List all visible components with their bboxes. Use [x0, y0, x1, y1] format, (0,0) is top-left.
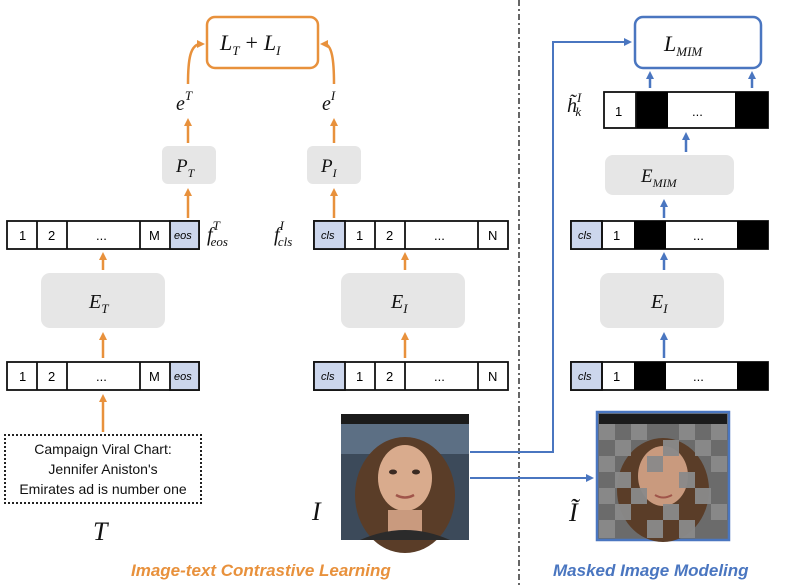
- text-encoder-label: ET: [88, 291, 109, 316]
- image-in-token-1: 1: [356, 369, 363, 384]
- image-in-token-cls: cls: [321, 371, 335, 383]
- image-in-token-2: 2: [386, 369, 393, 384]
- image-encoder-label: EI: [390, 291, 408, 316]
- mim-mid-sequence: cls 1 ...: [570, 220, 769, 250]
- text-out-token-2: 2: [48, 228, 55, 243]
- image-encoder-box: [341, 273, 465, 328]
- itc-loss-label: LT+LI: [219, 30, 281, 58]
- text-in-token-2: 2: [48, 369, 55, 384]
- input-face-image: [341, 414, 469, 553]
- itc-caption: Image-text Contrastive Learning: [131, 561, 391, 580]
- text-out-token-m: M: [149, 228, 160, 243]
- masked-image-symbol: Ĩ: [568, 498, 581, 527]
- image-in-token-n: N: [488, 369, 497, 384]
- text-in-token-ellipsis: ...: [96, 369, 107, 384]
- mim-mid-token-1: 1: [613, 228, 620, 243]
- mim-mid-token-cls: cls: [578, 230, 592, 242]
- text-out-token-eos: eos: [174, 230, 192, 242]
- image-out-token-ellipsis: ...: [434, 228, 445, 243]
- mim-loss-label: LMIM: [663, 31, 703, 59]
- mim-encoder-box: [605, 155, 734, 195]
- text-embedding-label: eT: [176, 88, 193, 115]
- mim-image-encoder-label: EI: [650, 291, 668, 316]
- image-out-token-2: 2: [386, 228, 393, 243]
- image-output-sequence: cls 1 2 ... N: [313, 220, 509, 250]
- image-out-token-n: N: [488, 228, 497, 243]
- mim-loss-box: [633, 15, 763, 70]
- mim-in-token-ellipsis: ...: [693, 369, 704, 384]
- mim-in-token-1: 1: [613, 369, 620, 384]
- image-projector-box: [307, 146, 361, 184]
- image-to-loss-arrow: [320, 40, 336, 85]
- text-in-token-1: 1: [19, 369, 26, 384]
- itc-loss-box: [205, 15, 320, 70]
- text-projector-box: [162, 146, 216, 184]
- text-in-token-eos: eos: [174, 371, 192, 383]
- text-input-sequence: 1 2 ... M eos: [6, 361, 200, 391]
- image-embedding-label: eI: [322, 88, 336, 115]
- text-symbol: T: [93, 517, 109, 546]
- text-out-token-ellipsis: ...: [96, 228, 107, 243]
- mim-in-token-cls: cls: [578, 371, 592, 383]
- image-to-mim-loss-arrow: [470, 38, 632, 453]
- mim-input-sequence: cls 1 ...: [570, 361, 769, 391]
- mim-encoder-label: EMIM: [640, 166, 678, 190]
- text-in-token-m: M: [149, 369, 160, 384]
- image-in-token-ellipsis: ...: [434, 369, 445, 384]
- masked-face-image: [595, 410, 731, 542]
- text-to-loss-arrow: [186, 40, 205, 85]
- text-input-line-1: Campaign Viral Chart:: [34, 441, 172, 457]
- mim-output-sequence: 1 ...: [603, 91, 769, 129]
- text-projector-label: PT: [175, 156, 196, 180]
- mim-caption: Masked Image Modeling: [553, 561, 749, 580]
- image-out-token-1: 1: [356, 228, 363, 243]
- text-encoder-box: [41, 273, 165, 328]
- image-projector-label: PI: [320, 156, 338, 180]
- mim-out-token-1: 1: [615, 104, 622, 119]
- image-symbol: I: [311, 497, 322, 526]
- mim-image-encoder-box: [600, 273, 724, 328]
- text-input-box: Campaign Viral Chart: Jennifer Aniston's…: [4, 434, 202, 504]
- mim-out-token-ellipsis: ...: [692, 104, 703, 119]
- text-input-line-3: Emirates ad is number one: [19, 481, 187, 497]
- text-out-token-1: 1: [19, 228, 26, 243]
- text-output-sequence: 1 2 ... M eos: [6, 220, 200, 250]
- mim-mid-token-ellipsis: ...: [693, 228, 704, 243]
- text-input-line-2: Jennifer Aniston's: [48, 461, 158, 477]
- image-input-sequence: cls 1 2 ... N: [313, 361, 509, 391]
- image-out-token-cls: cls: [321, 230, 335, 242]
